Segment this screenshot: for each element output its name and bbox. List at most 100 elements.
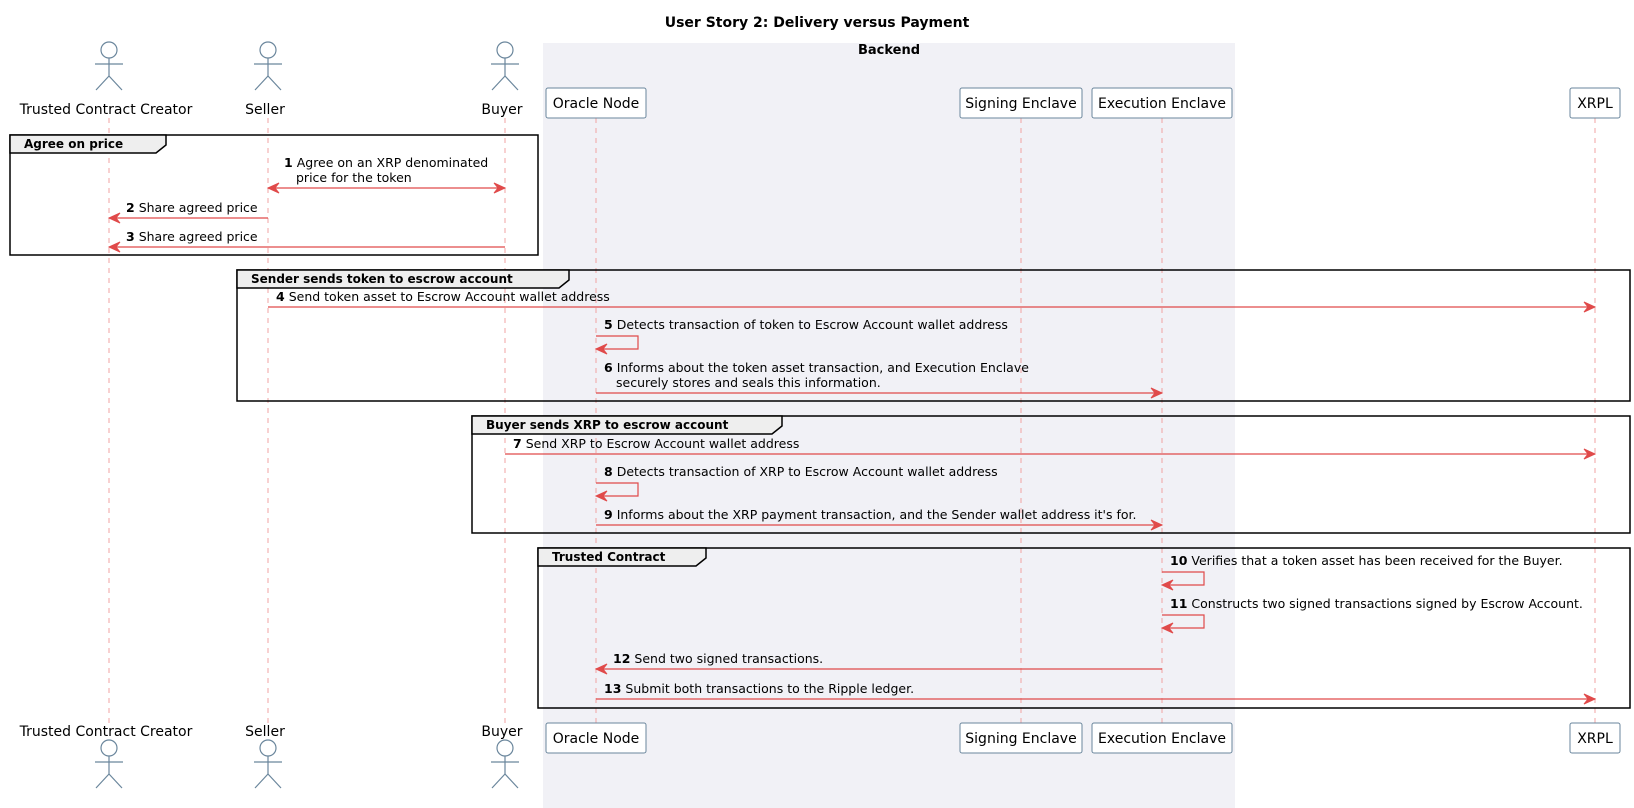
group-frame-border	[471, 415, 1631, 534]
message-text-line: Informs about the XRP payment transactio…	[617, 507, 1137, 522]
group-frame-border	[9, 134, 539, 256]
group-frame-border	[236, 269, 1631, 402]
participant-label: Signing Enclave	[965, 731, 1076, 747]
message-number: 7	[513, 436, 522, 451]
participant-label: Seller	[245, 102, 285, 118]
group-frame: Sender sends token to escrow account	[236, 269, 1631, 402]
actor-tcc-bottom: Trusted Contract Creator	[19, 724, 193, 789]
message-number: 10	[1170, 553, 1188, 568]
participant-box	[1091, 722, 1233, 754]
arrow-head	[594, 663, 608, 675]
actor-head	[100, 739, 118, 757]
diagram-title: User Story 2: Delivery versus Payment	[665, 15, 970, 31]
actor-leg-left	[95, 75, 110, 91]
participant-execution-bottom: Execution Enclave	[1091, 722, 1233, 754]
message-label: 12 Send two signed transactions.	[613, 651, 823, 666]
actor-leg-left	[491, 75, 506, 91]
actor-seller-bottom: Seller	[245, 724, 285, 789]
actor-head	[496, 739, 514, 757]
message-5: 5 Detects transaction of token to Escrow …	[594, 317, 1008, 355]
participant-oracle-bottom: Oracle Node	[545, 722, 647, 754]
participant-label: XRPL	[1577, 96, 1613, 112]
message-label: 2 Share agreed price	[126, 200, 258, 215]
actor-buyer-top: Buyer	[481, 41, 523, 118]
participant-box	[1569, 87, 1621, 119]
participant-box	[959, 87, 1083, 119]
participant-box	[959, 722, 1083, 754]
message-number: 6	[604, 360, 613, 375]
message-2: 2 Share agreed price	[107, 200, 268, 224]
actor-leg-right	[108, 773, 123, 789]
arrow-head	[107, 212, 121, 224]
participant-label: Oracle Node	[553, 96, 640, 112]
message-label: 6 Informs about the token asset transacti…	[604, 360, 1029, 390]
actor-leg-left	[95, 773, 110, 789]
actor-head	[259, 41, 277, 59]
message-6: 6 Informs about the token asset transacti…	[596, 360, 1164, 399]
message-number: 12	[613, 651, 630, 666]
actor-leg-left	[254, 75, 269, 91]
participant-label: Oracle Node	[553, 731, 640, 747]
message-label: 5 Detects transaction of token to Escrow …	[604, 317, 1008, 332]
group-frame: Trusted Contract	[537, 547, 1631, 709]
message-text-line: Constructs two signed transactions signe…	[1191, 596, 1583, 611]
message-label: 7 Send XRP to Escrow Account wallet addre…	[513, 436, 799, 451]
group-frame-tab	[236, 269, 570, 289]
actor-leg-right	[108, 75, 123, 91]
message-text-line: Send two signed transactions.	[634, 651, 823, 666]
actor-head	[100, 41, 118, 59]
message-number: 2	[126, 200, 135, 215]
message-text-line: Informs about the token asset transactio…	[617, 360, 1030, 375]
message-text-line: Send XRP to Escrow Account wallet addres…	[526, 436, 800, 451]
participant-label: XRPL	[1577, 731, 1613, 747]
message-text-line: Detects transaction of XRP to Escrow Acc…	[617, 464, 998, 479]
arrow-head	[1583, 448, 1597, 460]
actor-head	[259, 739, 277, 757]
participant-signing-bottom: Signing Enclave	[959, 722, 1083, 754]
actor-seller-top: Seller	[245, 41, 285, 118]
arrow-head	[1160, 622, 1174, 634]
message-line	[596, 335, 639, 350]
arrow-head	[1160, 579, 1174, 591]
arrow-head	[594, 343, 608, 355]
participant-signing-top: Signing Enclave	[959, 87, 1083, 119]
actor-leg-left	[491, 773, 506, 789]
participant-label: Trusted Contract Creator	[19, 102, 193, 118]
group-frame-tab	[9, 134, 167, 154]
group-frame: Agree on price	[9, 134, 539, 256]
actor-leg-right	[267, 773, 282, 789]
message-number: 4	[276, 289, 285, 304]
group-frame-tab	[471, 415, 783, 435]
message-number: 5	[604, 317, 613, 332]
message-text-line: price for the token	[296, 170, 412, 185]
group-label: Buyer sends XRP to escrow account	[486, 418, 729, 432]
group-frame: Buyer sends XRP to escrow account	[471, 415, 1631, 534]
actor-leg-right	[504, 75, 519, 91]
participant-label: Buyer	[481, 102, 522, 118]
participant-label: Execution Enclave	[1098, 731, 1226, 747]
participant-xrpl-bottom: XRPL	[1569, 722, 1621, 754]
actor-leg-right	[267, 75, 282, 91]
participant-label: Signing Enclave	[965, 96, 1076, 112]
message-text-line: Detects transaction of token to Escrow A…	[617, 317, 1008, 332]
participant-label: Buyer	[481, 724, 522, 740]
message-number: 1	[284, 155, 293, 170]
message-7: 7 Send XRP to Escrow Account wallet addre…	[505, 436, 1597, 460]
group-label: Agree on price	[24, 137, 123, 151]
message-line	[1162, 571, 1205, 586]
group-label: Sender sends token to escrow account	[251, 272, 513, 286]
message-text-line: Share agreed price	[139, 200, 258, 215]
group-label: Trusted Contract	[552, 550, 666, 564]
